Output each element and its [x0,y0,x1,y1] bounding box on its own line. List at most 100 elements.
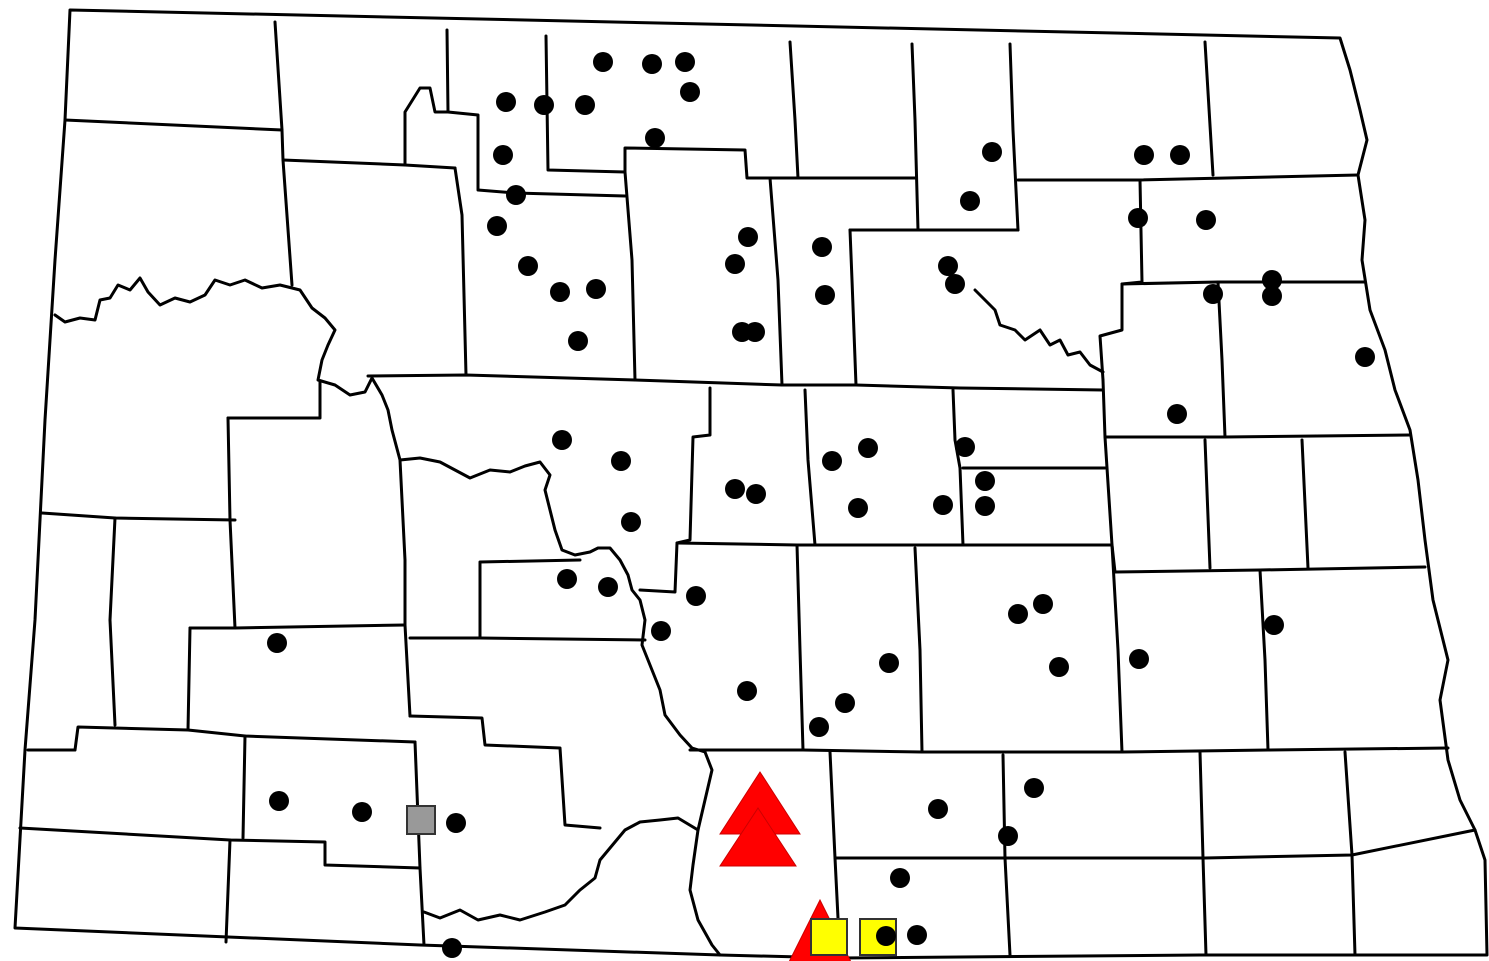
occurrence-dot-67 [998,826,1018,846]
occurrence-dot-62 [352,802,372,822]
occurrence-dot-1 [593,52,613,72]
occurrence-dot-61 [269,791,289,811]
occurrence-dot-45 [858,438,878,458]
county-line-51 [833,828,1477,860]
occurrence-dot-66 [1024,778,1044,798]
county-line-41 [1110,543,1124,754]
occurrence-dot-13 [550,282,570,302]
county-line-53 [1198,750,1208,957]
occurrence-dot-11 [487,216,507,236]
county-line-46 [241,734,247,840]
county-line-29 [408,636,647,642]
county-line-35 [675,541,1114,547]
county-line-42 [1258,568,1270,752]
county-line-21 [366,373,1105,392]
cannonball-river [422,816,700,922]
county-line-15 [1016,173,1360,182]
occurrence-dot-10 [506,185,526,205]
occurrence-dot-40 [686,586,706,606]
county-line-07 [453,166,468,377]
county-line-48 [224,838,232,944]
county-line-18 [1120,280,1367,286]
occurrence-dot-17 [725,254,745,274]
yellow-square-marker-2 [810,918,848,956]
county-line-47 [18,826,422,870]
occurrence-dot-52 [1033,594,1053,614]
county-line-28 [398,458,412,718]
county-line-37 [1203,438,1212,570]
occurrence-dot-35 [552,430,572,450]
occurrence-dot-27 [1170,145,1190,165]
occurrence-dot-8 [645,128,665,148]
occurrence-dot-63 [446,813,466,833]
occurrence-dot-51 [1008,604,1028,624]
occurrence-dot-53 [1049,657,1069,677]
county-line-10 [768,176,784,387]
occurrence-dot-6 [534,95,554,115]
occurrence-dot-65 [928,799,948,819]
county-line-14 [848,228,858,387]
occurrence-dot-31 [1262,286,1282,306]
county-line-19 [1216,280,1227,439]
occurrence-dot-38 [557,569,577,589]
occurrence-dot-42 [725,479,745,499]
occurrence-dot-19 [745,322,765,342]
county-line-27 [186,626,192,732]
county-line-06 [544,34,917,180]
occurrence-dot-57 [879,653,899,673]
county-line-03 [281,158,457,170]
sheyenne-river [973,288,1105,374]
county-line-22 [226,380,322,420]
occurrence-dot-44 [822,451,842,471]
county-line-01 [63,118,284,132]
county-boundaries [13,8,1489,960]
occurrence-dot-55 [1264,615,1284,635]
occurrence-dot-15 [568,331,588,351]
occurrence-markers [267,52,1375,961]
gray-square-marker-1 [406,805,436,835]
county-line-33 [951,388,965,547]
county-line-39 [795,543,805,752]
county-line-02 [273,20,294,287]
county-line-24 [40,511,237,522]
county-line-26 [188,623,407,630]
county-line-36 [1103,435,1427,574]
occurrence-dot-26 [1134,145,1154,165]
occurrence-dot-64 [442,938,462,958]
occurrence-dot-30 [1262,270,1282,290]
county-line-32 [803,388,817,547]
occurrence-dot-5 [496,92,516,112]
river-boundaries [53,276,1105,957]
occurrence-dot-4 [680,82,700,102]
occurrence-dot-24 [938,256,958,276]
county-line-43 [688,746,1450,754]
occurrence-dot-7 [575,95,595,115]
county-line-04 [403,28,450,167]
county-line-09 [788,40,800,180]
occurrence-dot-58 [835,693,855,713]
county-line-45 [408,714,602,830]
occurrence-dot-46 [848,498,868,518]
occurrence-dot-50 [975,496,995,516]
occurrence-dot-56 [737,681,757,701]
occurrence-dot-47 [955,437,975,457]
occurrence-dot-41 [651,621,671,641]
county-line-40 [913,546,924,754]
county-line-16 [1203,40,1215,177]
occurrence-dot-48 [975,471,995,491]
county-line-49 [413,740,426,947]
state-outline [13,8,1489,960]
county-line-38 [1300,438,1310,570]
county-line-05 [446,110,627,198]
occurrence-dot-29 [1196,210,1216,230]
occurrence-dot-25 [945,274,965,294]
occurrence-dot-69 [907,925,927,945]
county-line-20 [1101,378,1412,439]
occurrence-dot-20 [812,237,832,257]
county-line-08 [623,170,637,382]
occurrence-dot-34 [1167,404,1187,424]
occurrence-dot-43 [746,484,766,504]
county-line-30 [478,558,582,640]
